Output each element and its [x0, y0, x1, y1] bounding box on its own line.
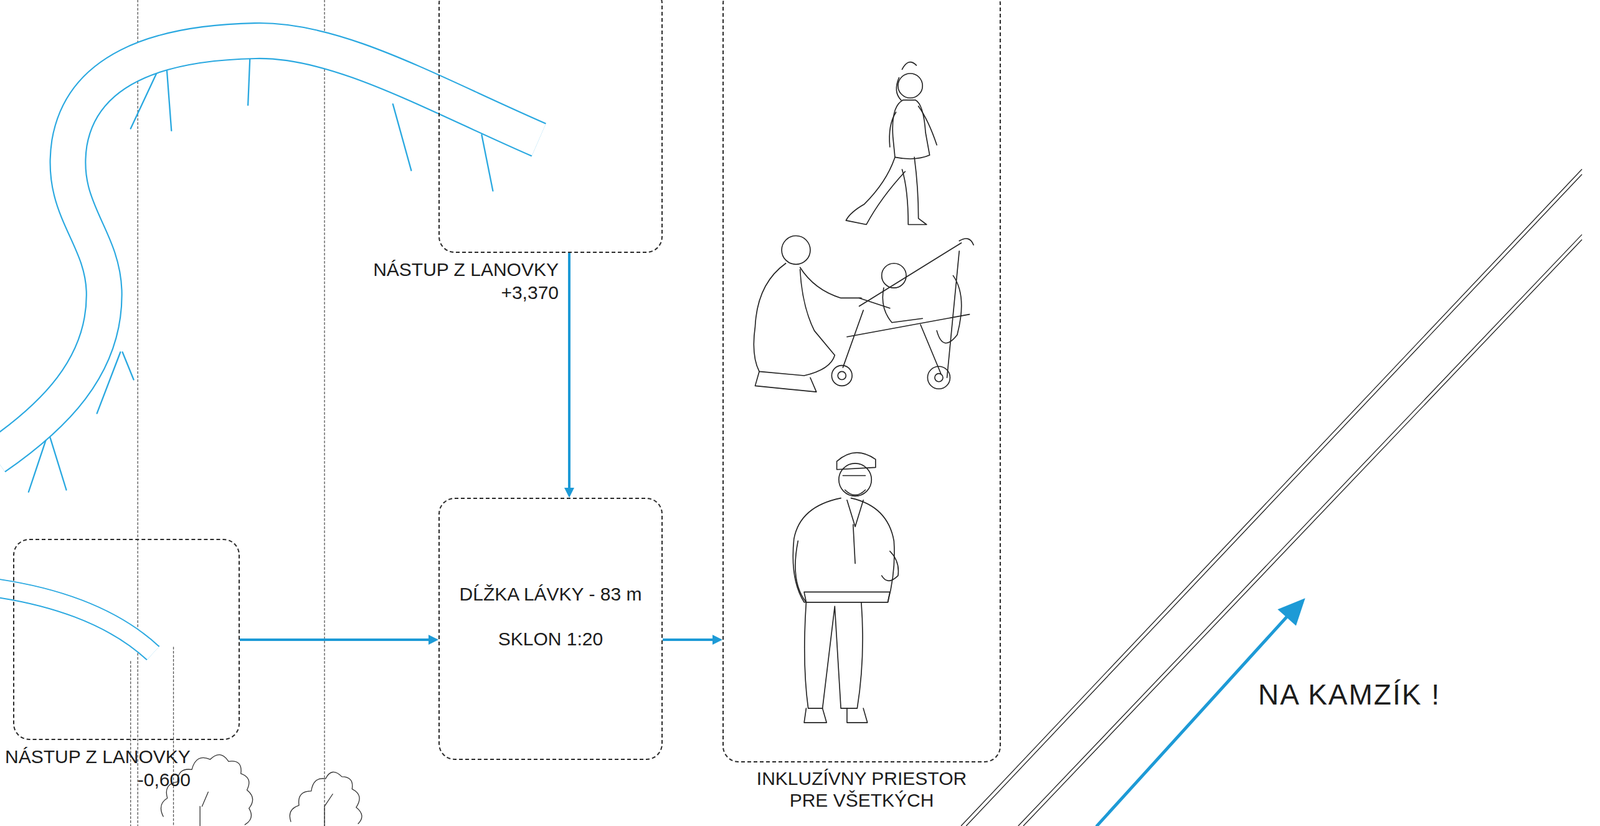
line-art: [896, 62, 917, 101]
line-art: [781, 235, 811, 265]
line-art: [901, 156, 927, 225]
line-art: [481, 134, 493, 191]
flow-line: [662, 638, 714, 641]
line-art: [1096, 613, 1290, 826]
line-art: [889, 105, 937, 147]
line-art: [792, 498, 895, 603]
flow-arrow: [564, 252, 575, 498]
line-art: [831, 365, 853, 387]
box-label: INKLUZÍVNY PRIESTOR PRE VŠETKÝCH: [737, 767, 987, 811]
direction-arrow: [1096, 597, 1305, 826]
parent-stroller-figure: [753, 235, 974, 392]
line-art: [960, 169, 1582, 826]
direction-label: NA KAMZÍK !: [1258, 677, 1441, 712]
line-art: [842, 475, 866, 496]
flow-line: [568, 252, 571, 489]
line-art: [122, 351, 134, 380]
road-lines: [960, 169, 1582, 826]
line-art: [247, 56, 250, 106]
line-art: [837, 371, 846, 380]
line-art: [130, 661, 131, 826]
line-art: [842, 238, 974, 378]
line-art: [0, 585, 154, 653]
guide-lines: [130, 0, 325, 826]
line-art: [898, 73, 923, 98]
line-art: [859, 287, 924, 323]
line-art: [966, 174, 1582, 826]
line-art: [754, 371, 816, 392]
line-art: [804, 602, 863, 709]
line-art: [392, 104, 412, 171]
text-group: DĹŽKA LÁVKY - 83 m SKLON 1:20: [439, 498, 662, 651]
line-art: [1277, 597, 1305, 626]
line-art: [199, 791, 209, 826]
line-art: [0, 40, 539, 458]
arrow-head: [428, 634, 439, 645]
line-art: [1018, 234, 1582, 826]
line-art: [892, 100, 930, 159]
line-art: [753, 263, 835, 376]
line-art: [845, 156, 905, 225]
box-label: NÁSTUP Z LANOVKY: [373, 257, 559, 281]
elevation-label: -0,600: [4, 767, 191, 791]
line-art: [324, 794, 333, 826]
line-art: [838, 463, 872, 496]
line-art: [804, 708, 868, 723]
line-art: [800, 267, 862, 298]
dashed-box: INKLUZÍVNY PRIESTOR PRE VŠETKÝCH: [722, 0, 1001, 763]
flow-arrow: [662, 634, 723, 645]
box-label: DĹŽKA LÁVKY - 83 m: [459, 582, 643, 606]
elevation-label: SKLON 1:20: [498, 627, 603, 651]
text-group: NÁSTUP Z LANOVKY+3,370: [373, 257, 559, 304]
line-art: [0, 585, 154, 653]
line-art: [137, 0, 139, 826]
flow-arrow: [239, 634, 439, 645]
arrow-head: [712, 634, 723, 645]
arrow-head: [564, 487, 575, 498]
line-art: [795, 540, 899, 602]
senior-figure: [792, 452, 899, 723]
line-art: [927, 366, 950, 389]
child-figure: [845, 62, 937, 225]
line-art: [289, 771, 362, 824]
line-art: [1023, 239, 1582, 826]
dashed-box: DĹŽKA LÁVKY - 83 m SKLON 1:20: [438, 497, 663, 760]
line-art: [837, 452, 876, 470]
dashed-box: NÁSTUP Z LANOVKY+3,370: [438, 0, 663, 253]
trees: [160, 754, 362, 826]
text-group: NÁSTUP Z LANOVKY-0,600: [4, 744, 191, 791]
line-art: [49, 433, 67, 490]
flow-line: [239, 638, 430, 641]
line-art: [173, 647, 174, 826]
text-group: INKLUZÍVNY PRIESTOR PRE VŠETKÝCH: [737, 767, 987, 811]
line-art: [847, 500, 864, 564]
line-art: [804, 591, 890, 602]
line-art: [934, 373, 943, 382]
line-art: [323, 0, 325, 826]
line-art: [166, 63, 172, 131]
elevation-label: +3,370: [373, 280, 559, 304]
line-art: [0, 40, 539, 458]
box-label: NÁSTUP Z LANOVKY: [4, 744, 191, 768]
dashed-box: NÁSTUP Z LANOVKY-0,600: [13, 538, 240, 740]
